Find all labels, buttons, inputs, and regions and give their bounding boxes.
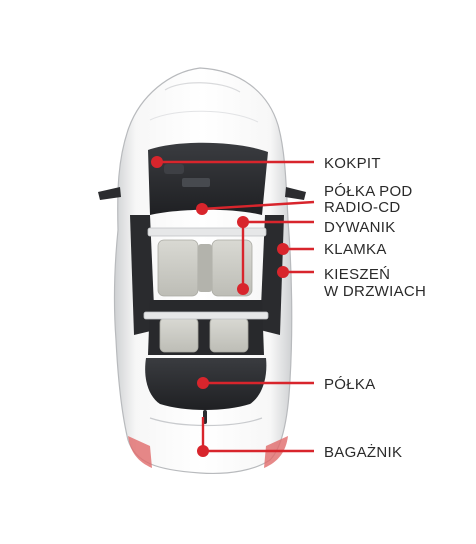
dot-dywanik-lower [237, 283, 249, 295]
tail-light-left [128, 436, 152, 468]
dot-klamka [277, 243, 289, 255]
dot-polka-pod [196, 203, 208, 215]
dot-kieszen [277, 266, 289, 278]
label-polka-pod-line1: PÓŁKA POD [324, 183, 413, 200]
label-polka-pod-line2: RADIO-CD [324, 199, 401, 216]
mirror-left [98, 187, 121, 200]
dot-dywanik [237, 216, 249, 228]
dot-bagaznik [197, 445, 209, 457]
dot-polka [197, 377, 209, 389]
label-dywanik: DYWANIK [324, 219, 396, 236]
rear-seat-right [209, 317, 249, 353]
label-kieszen-line2: W DRZWIACH [324, 283, 427, 300]
leader-polka-pod [201, 200, 315, 211]
label-bagaznik: BAGAŻNIK [324, 444, 403, 461]
label-kokpit: KOKPIT [324, 155, 381, 172]
label-polka: PÓŁKA [324, 376, 376, 393]
front-seat-left [157, 239, 199, 297]
mirror-right [285, 187, 306, 200]
dot-kokpit [151, 156, 163, 168]
label-klamka: KLAMKA [324, 241, 387, 258]
rear-seat-left [159, 317, 199, 353]
label-kieszen-line1: KIESZEŃ [324, 266, 391, 283]
callout-dots [151, 156, 289, 457]
